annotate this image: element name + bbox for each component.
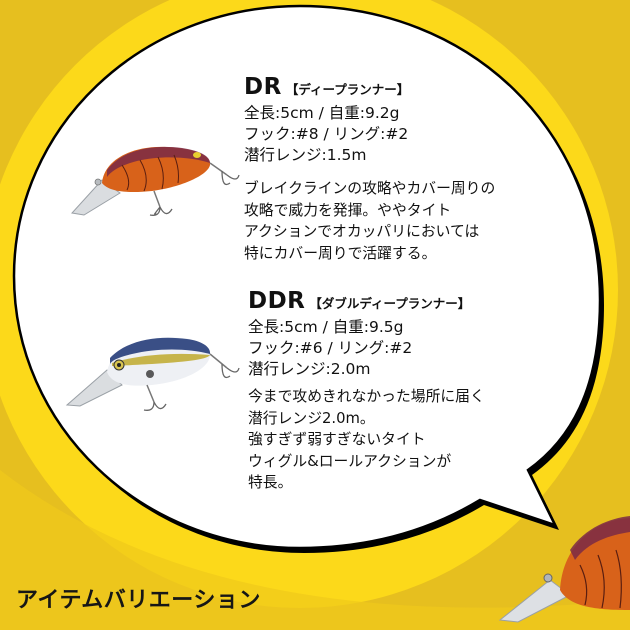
speech-bubble — [12, 4, 604, 553]
dr-specs: 全長:5cm / 自重:9.2g フック:#8 / リング:#2 潜行レンジ:1… — [244, 103, 408, 166]
ddr-spec-length-weight: 全長:5cm / 自重:9.5g — [248, 318, 404, 336]
ddr-description: 今まで攻めきれなかった場所に届く 潜行レンジ2.0m。 強すぎず弱すぎないタイト… — [248, 386, 485, 494]
ddr-description-line: 強すぎず弱すぎないタイト — [248, 431, 426, 448]
dr-spec-depth: 潜行レンジ:1.5m — [244, 146, 367, 164]
dr-subtitle: 【ディープランナー】 — [285, 82, 410, 97]
ddr-description-line: ウィグル&ロールアクションが — [248, 452, 452, 470]
ddr-spec-depth: 潜行レンジ:2.0m — [248, 360, 371, 378]
ddr-subtitle: 【ダブルディープランナー】 — [309, 296, 471, 311]
ddr-description-line: 今まで攻めきれなかった場所に届く — [248, 388, 485, 405]
dr-heading: DR【ディープランナー】 — [244, 74, 409, 100]
dr-description-line: 特にカバー周りで活躍する。 — [244, 244, 437, 262]
section-title: アイテムバリエーション — [16, 588, 261, 613]
ddr-spec-hook-ring: フック:#6 / リング:#2 — [248, 339, 413, 357]
ddr-description-line: 特長。 — [248, 474, 293, 491]
ddr-description-line: 潜行レンジ2.0m。 — [248, 409, 375, 427]
dr-description-line: アクションでオカッパリにおいては — [244, 223, 480, 240]
dr-description: ブレイクラインの攻略やカバー周りの 攻略で威力を発揮。ややタイト アクションでオ… — [244, 178, 495, 264]
dr-description-line: ブレイクラインの攻略やカバー周りの — [244, 180, 496, 197]
dr-model-name: DR — [244, 74, 282, 100]
dr-lure-image — [71, 146, 240, 216]
dr-spec-length-weight: 全長:5cm / 自重:9.2g — [244, 104, 400, 122]
ddr-heading: DDR【ダブルディープランナー】 — [248, 288, 470, 314]
featured-lure-image — [498, 516, 630, 623]
dr-description-line: 攻略で威力を発揮。ややタイト — [244, 201, 452, 219]
dr-spec-hook-ring: フック:#8 / リング:#2 — [244, 125, 409, 143]
ddr-lure-image — [65, 337, 240, 411]
ddr-specs: 全長:5cm / 自重:9.5g フック:#6 / リング:#2 潜行レンジ:2… — [248, 317, 412, 380]
ddr-model-name: DDR — [248, 288, 306, 314]
